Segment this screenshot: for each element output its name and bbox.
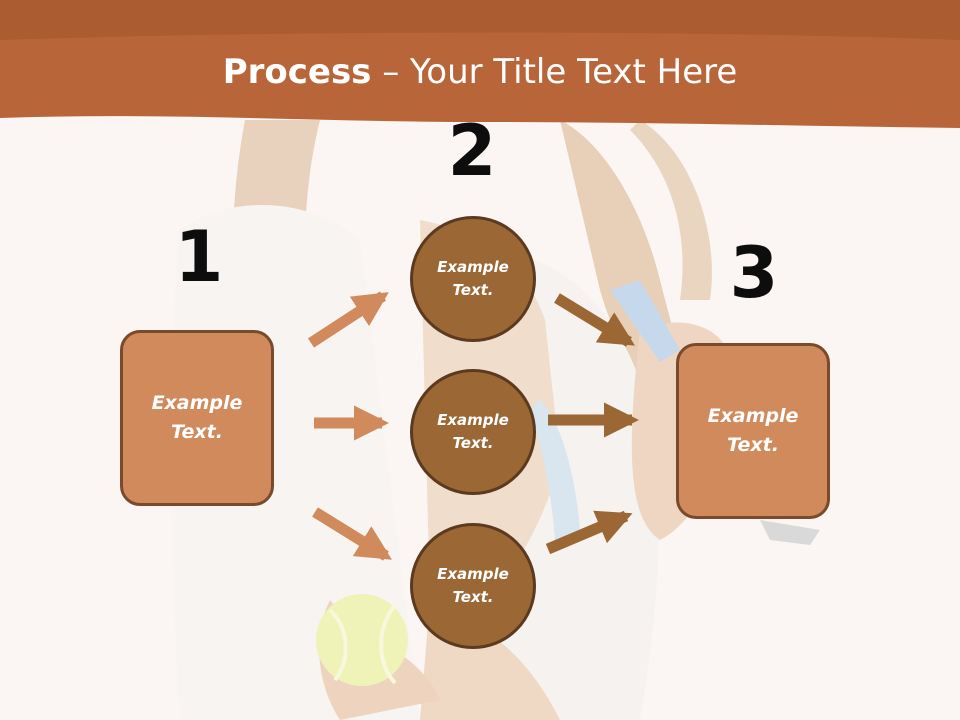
step-number-1: 1 xyxy=(174,216,224,298)
right-box-text: Example Text. xyxy=(707,405,799,456)
title-bold: Process xyxy=(222,52,372,92)
arrow-left-down xyxy=(312,507,392,561)
step-number-2: 2 xyxy=(447,110,497,192)
title-rest: – Your Title Text Here xyxy=(371,52,738,92)
arrow-right-down xyxy=(545,510,633,555)
circle-bottom-text: Example Text. xyxy=(437,565,509,606)
circle-top-text: Example Text. xyxy=(437,258,509,299)
left-box: Example Text. xyxy=(120,330,274,506)
circle-top: Example Text. xyxy=(410,216,536,342)
circle-bottom: Example Text. xyxy=(410,523,536,649)
arrow-left-up xyxy=(307,291,389,348)
left-box-text: Example Text. xyxy=(151,392,243,443)
slide-title: Process – Your Title Text Here xyxy=(0,52,960,92)
arrow-right-up xyxy=(554,293,636,347)
right-box: Example Text. xyxy=(676,343,830,519)
circle-middle: Example Text. xyxy=(410,369,536,495)
step-number-3: 3 xyxy=(729,232,779,314)
circle-middle-text: Example Text. xyxy=(437,411,509,452)
